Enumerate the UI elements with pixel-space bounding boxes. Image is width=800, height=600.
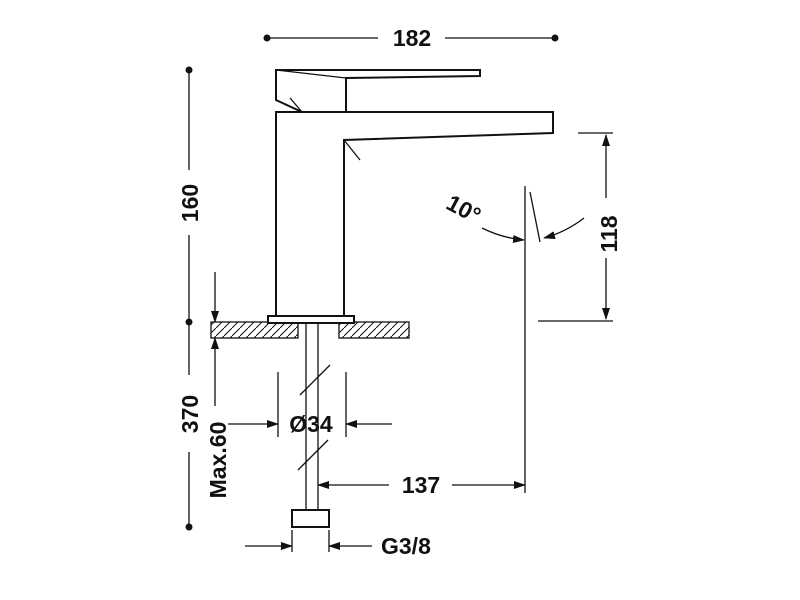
thread-label: G3/8 [381, 533, 431, 559]
dimension-spout-height: 118 [538, 132, 622, 322]
spout-reach-label: 137 [402, 472, 440, 498]
countertop [210, 321, 410, 339]
dimension-width-top: 182 [263, 25, 559, 51]
supply-hoses [291, 323, 331, 528]
dimension-diameter: Ø34 [228, 372, 392, 437]
dimension-thread: G3/8 [245, 530, 431, 559]
diameter-label: Ø34 [289, 411, 333, 437]
width-top-label: 182 [393, 25, 431, 51]
dimension-max-counter: Max.60 [205, 272, 231, 498]
connector-nut [291, 509, 330, 528]
lever-handle [275, 69, 481, 113]
base-flange [267, 315, 355, 324]
faucet-body [267, 69, 554, 324]
max-counter-label: Max.60 [205, 422, 231, 499]
spout-column [275, 111, 554, 317]
spout-height-label: 118 [596, 215, 622, 252]
dimension-spout-reach: 137 [317, 186, 526, 498]
dimension-height-left: 160 370 [177, 66, 203, 531]
height-upper-label: 160 [177, 184, 203, 222]
dimension-angle: 10° [442, 189, 585, 243]
height-total-label: 370 [177, 395, 203, 433]
angle-label: 10° [442, 189, 485, 228]
